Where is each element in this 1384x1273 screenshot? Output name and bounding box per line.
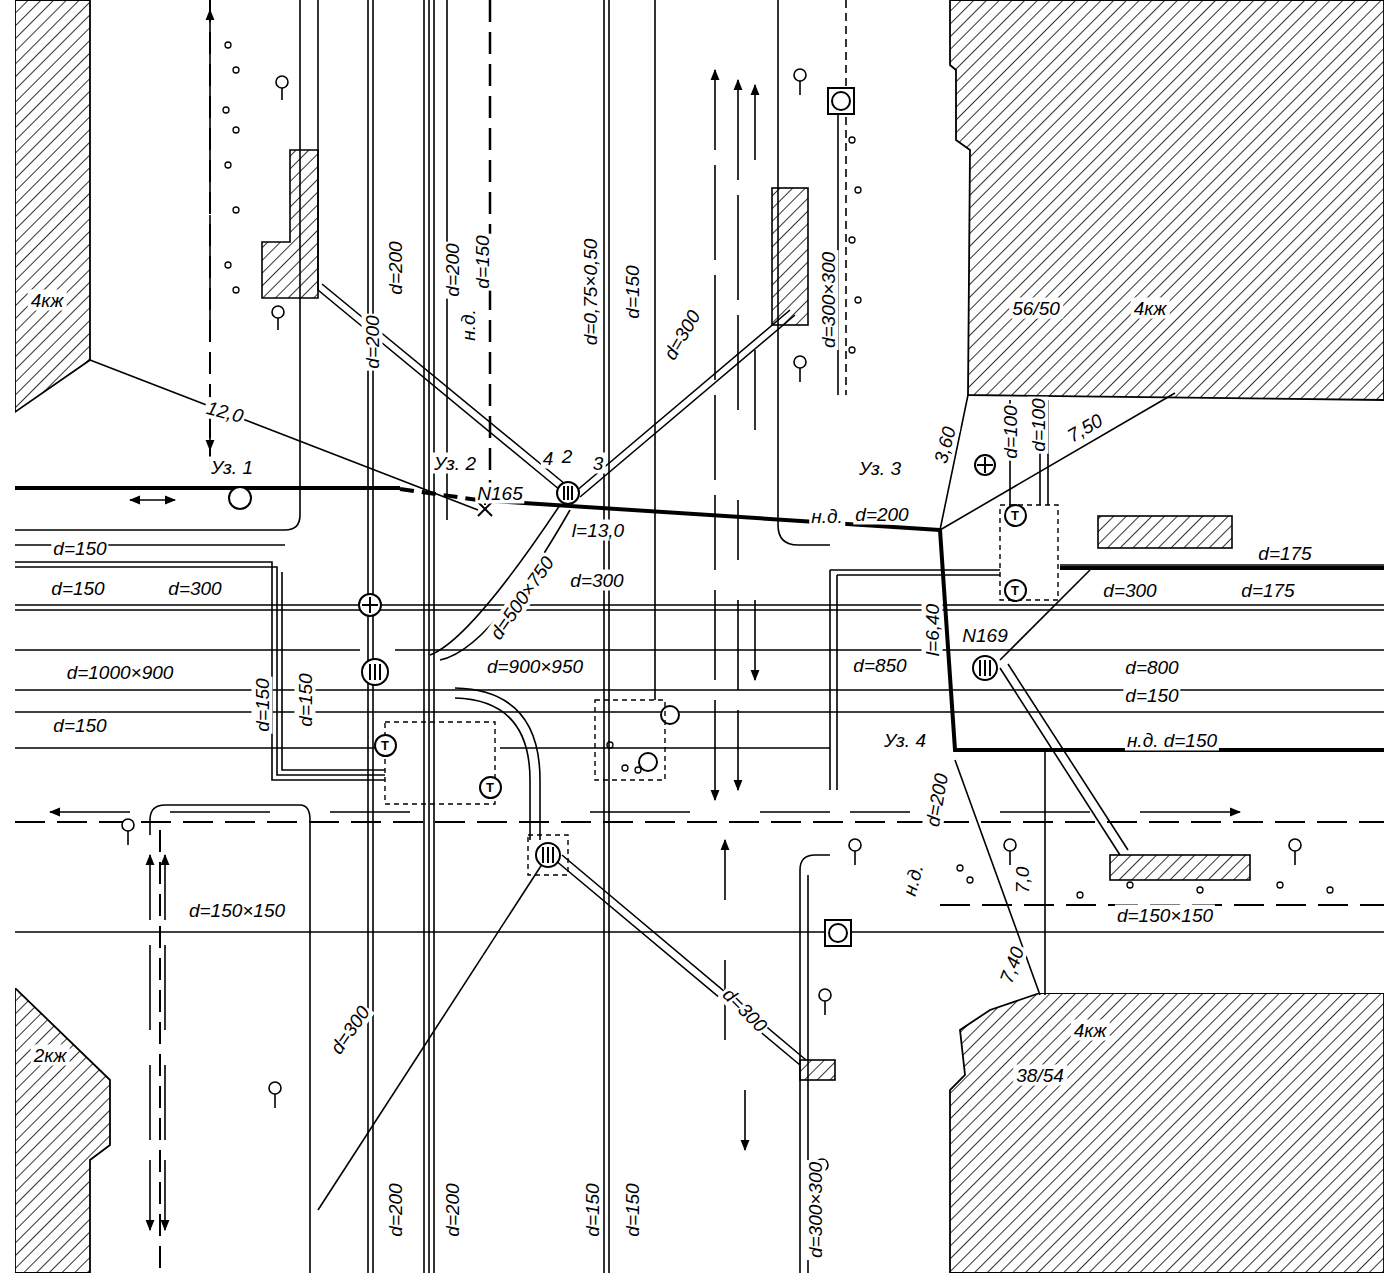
- building-outline: [15, 0, 93, 414]
- plan-label: 7,50: [1062, 409, 1108, 448]
- cable-well: Т: [1004, 504, 1027, 527]
- dashed-lines: [15, 0, 1384, 1273]
- plan-label: d=150: [51, 538, 108, 559]
- plan-label: l=6,40: [922, 602, 943, 658]
- plan-label: d=900×950: [485, 656, 585, 677]
- plan-label: d=500×750: [485, 551, 560, 645]
- building: 56/50 4кж: [948, 0, 1384, 402]
- cable-well: Т: [374, 734, 397, 757]
- plan-label: d=175: [1239, 580, 1296, 601]
- cable-well: Т: [1004, 579, 1027, 602]
- building-label: 4кж: [1071, 1020, 1110, 1041]
- plan-label: d=150: [622, 263, 643, 320]
- plan-label: d=0,75×0,50: [580, 237, 601, 348]
- plan-label: d=150: [295, 671, 316, 728]
- building: 2кж: [15, 988, 113, 1273]
- plan-label: Уз. 2: [432, 453, 478, 474]
- building: 4кж: [15, 0, 93, 414]
- plan-label: Уз. 3: [857, 458, 903, 479]
- plan-label: d=200: [362, 313, 383, 370]
- plan-label: d=150: [51, 715, 108, 736]
- plan-label: Уз. 4: [882, 730, 928, 751]
- plan-label: d=850: [851, 655, 908, 676]
- building-label: 2кж: [31, 1045, 70, 1066]
- well-letter: Т: [381, 739, 389, 752]
- plan-label: 3: [591, 453, 606, 474]
- cable-well: Т: [479, 776, 502, 799]
- plan-label: N165: [475, 483, 524, 504]
- plan-label: d=200: [385, 239, 406, 296]
- plan-label: d=150×150: [1115, 905, 1215, 926]
- manholes: [229, 88, 997, 946]
- plan-label: 2: [560, 446, 575, 467]
- plan-label: d=150: [582, 1181, 603, 1238]
- well-letter: Т: [1011, 509, 1019, 522]
- plan-label: н.д.: [809, 506, 845, 527]
- plan-label: 7,40: [995, 942, 1029, 988]
- plan-label: d=300: [166, 578, 223, 599]
- plan-label: l=13,0: [570, 520, 626, 541]
- plan-label: d=800: [1123, 657, 1180, 678]
- plan-label: d=150: [622, 1181, 643, 1238]
- building-label: 4кж: [28, 290, 67, 311]
- plan-label: d=150: [49, 578, 106, 599]
- building: 4кж 38/54: [948, 993, 1384, 1273]
- plan-label: 4: [541, 448, 556, 469]
- building-label: 4кж: [1131, 298, 1170, 319]
- building-outline: [948, 993, 1384, 1273]
- plan-label: N169: [960, 625, 1009, 646]
- heat-line: [15, 488, 1384, 750]
- plan-label: d=100: [1028, 396, 1049, 453]
- plan-label: d=150: [472, 233, 493, 290]
- plan-label: d=200: [385, 1181, 406, 1238]
- plan-label: Уз. 1: [209, 457, 255, 478]
- plan-label: d=150: [1123, 685, 1180, 706]
- plan-label: d=300×300: [818, 250, 839, 350]
- building-outline: [15, 988, 113, 1273]
- chamber-outlines: [385, 505, 1058, 875]
- plan-label: d=200: [442, 1181, 463, 1238]
- plan-label: d=200: [853, 504, 910, 525]
- plan-label: d=150: [252, 676, 273, 733]
- pipes: [15, 0, 1384, 1273]
- plan-label: 7,0: [1012, 865, 1033, 895]
- plan-label: d=300×300: [805, 1160, 826, 1260]
- plan-label: d=300: [1101, 580, 1158, 601]
- plan-label: н.д.: [458, 307, 479, 343]
- plan-label: d=200: [442, 241, 463, 298]
- well-letter: Т: [1011, 584, 1019, 597]
- plan-label: d=175: [1256, 543, 1313, 564]
- plan-label: d=150×150: [187, 900, 287, 921]
- plan-label: d=100: [1000, 403, 1021, 460]
- plan-label: н.д. d=150: [1125, 730, 1219, 751]
- building-label: 56/50: [1009, 298, 1063, 319]
- building-outline: [948, 0, 1384, 402]
- building-label: 38/54: [1013, 1065, 1067, 1086]
- plan-label: н.д.: [898, 860, 927, 900]
- plan-label: d=300: [568, 570, 625, 591]
- plan-label: 3,60: [930, 422, 961, 467]
- well-letter: Т: [486, 781, 494, 794]
- plan-label: d=300: [659, 305, 706, 365]
- plan-label: d=1000×900: [65, 662, 176, 683]
